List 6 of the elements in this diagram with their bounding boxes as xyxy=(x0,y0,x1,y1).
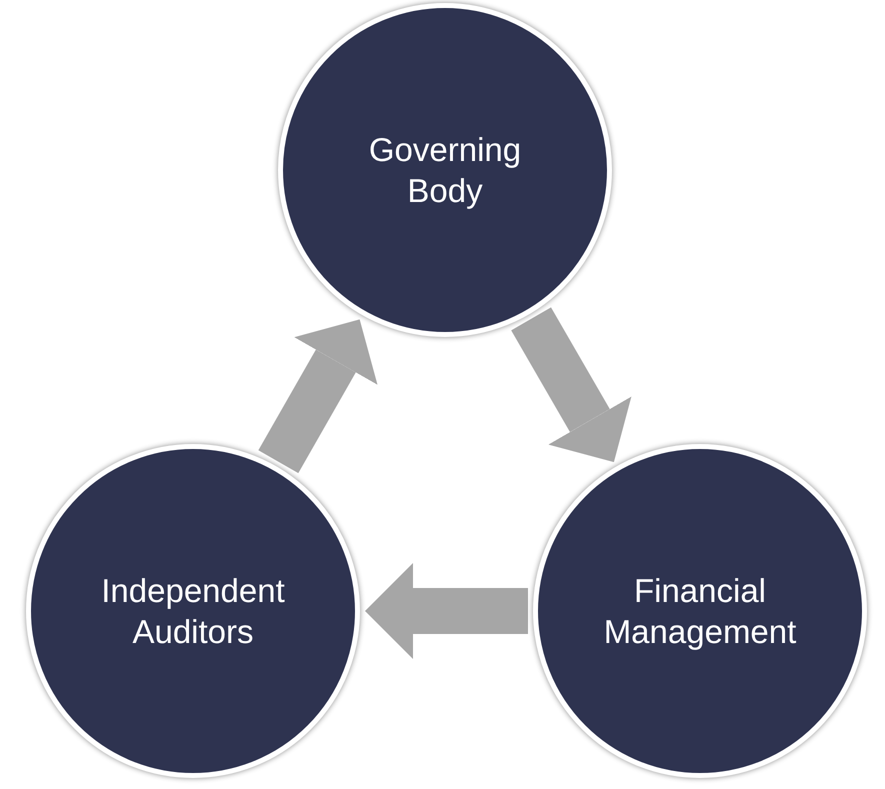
node-label: Financial Management xyxy=(602,570,798,652)
block-arrow xyxy=(511,307,632,462)
block-arrow xyxy=(258,319,378,474)
block-arrow xyxy=(365,563,528,659)
node-label: Governing Body xyxy=(368,130,522,211)
node-label: Independent Auditors xyxy=(100,570,286,652)
